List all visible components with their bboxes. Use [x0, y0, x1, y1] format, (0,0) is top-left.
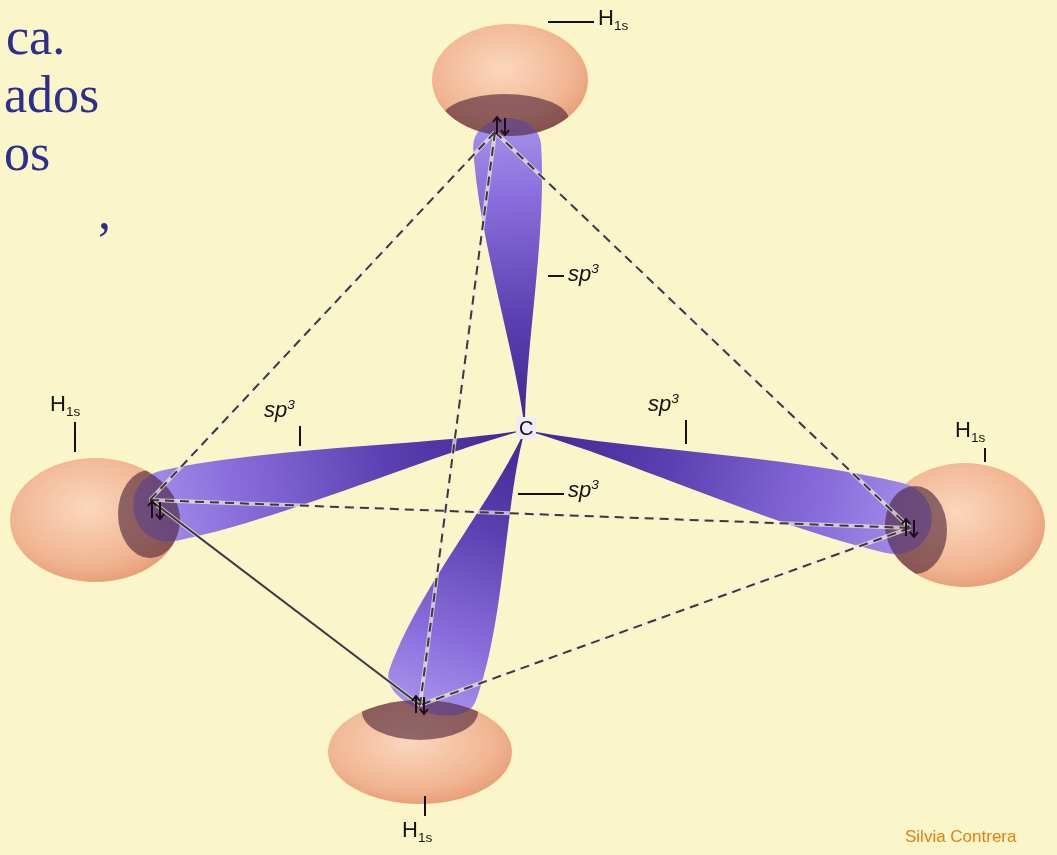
orbital-label: sp3 — [648, 392, 679, 416]
label-anchor: , — [98, 182, 111, 239]
slide-text: , — [98, 182, 111, 239]
solid-edge — [150, 500, 420, 705]
orbital-label: H1s — [50, 392, 80, 416]
dashed-edge — [420, 528, 910, 705]
label-anchor: os — [4, 124, 50, 181]
leader-line — [424, 796, 426, 816]
label-anchor: sp3 — [648, 392, 679, 416]
orbital-label: H1s — [402, 818, 432, 842]
label-anchor: H1s — [598, 6, 628, 30]
dashed-edge — [495, 132, 910, 528]
sp3-lobes — [127, 116, 939, 726]
orbital-label: H1s — [955, 418, 985, 442]
tetrahedron-edges — [150, 132, 910, 705]
leader-line — [685, 420, 687, 444]
atom-label: C — [516, 417, 536, 439]
dashed-edge — [150, 500, 910, 528]
leader-line — [299, 426, 301, 446]
author-credit: Silvia Contrera — [905, 828, 1017, 847]
dashed-edge — [420, 132, 495, 705]
label-anchor: ados — [4, 66, 99, 123]
overlap-region — [118, 470, 182, 558]
h1s-orbitals — [10, 24, 1045, 804]
label-anchor: sp3 — [568, 478, 599, 502]
edge-lines — [150, 132, 910, 705]
orbital-label: sp3 — [264, 398, 295, 422]
sp3-lobe — [517, 395, 939, 562]
sp3-lobe — [471, 116, 558, 432]
leader-line — [518, 493, 564, 495]
orbital-overlaps — [118, 94, 947, 740]
edge-halo — [150, 132, 910, 705]
label-anchor: C — [516, 417, 536, 439]
slide-text: ca. — [6, 8, 65, 65]
label-anchor: sp3 — [568, 262, 599, 286]
label-anchor: H1s — [50, 392, 80, 416]
overlap-region — [441, 94, 569, 146]
leader-line — [548, 21, 594, 23]
label-anchor: H1s — [955, 418, 985, 442]
electron-pairs — [148, 117, 918, 714]
slide-text: os — [4, 124, 50, 181]
leader-line — [548, 275, 564, 277]
electron-pair — [412, 696, 428, 714]
label-anchor: Silvia Contrera — [905, 828, 1017, 847]
dashed-edge — [150, 132, 495, 500]
electron-pair — [493, 117, 509, 135]
label-anchor: ca. — [6, 8, 65, 65]
electron-pair — [902, 519, 918, 537]
label-anchor: H1s — [402, 818, 432, 842]
orbital-label: sp3 — [568, 262, 599, 286]
leader-line — [984, 448, 986, 462]
overlap-region — [883, 486, 947, 574]
orbital-label: H1s — [598, 6, 628, 30]
leader-lines — [75, 22, 985, 816]
label-anchor: sp3 — [264, 398, 295, 422]
sp3-lobe — [380, 414, 568, 726]
leader-line — [74, 422, 76, 452]
orbital-label: sp3 — [568, 478, 599, 502]
electron-pair — [148, 501, 164, 519]
slide-text: ados — [4, 66, 99, 123]
